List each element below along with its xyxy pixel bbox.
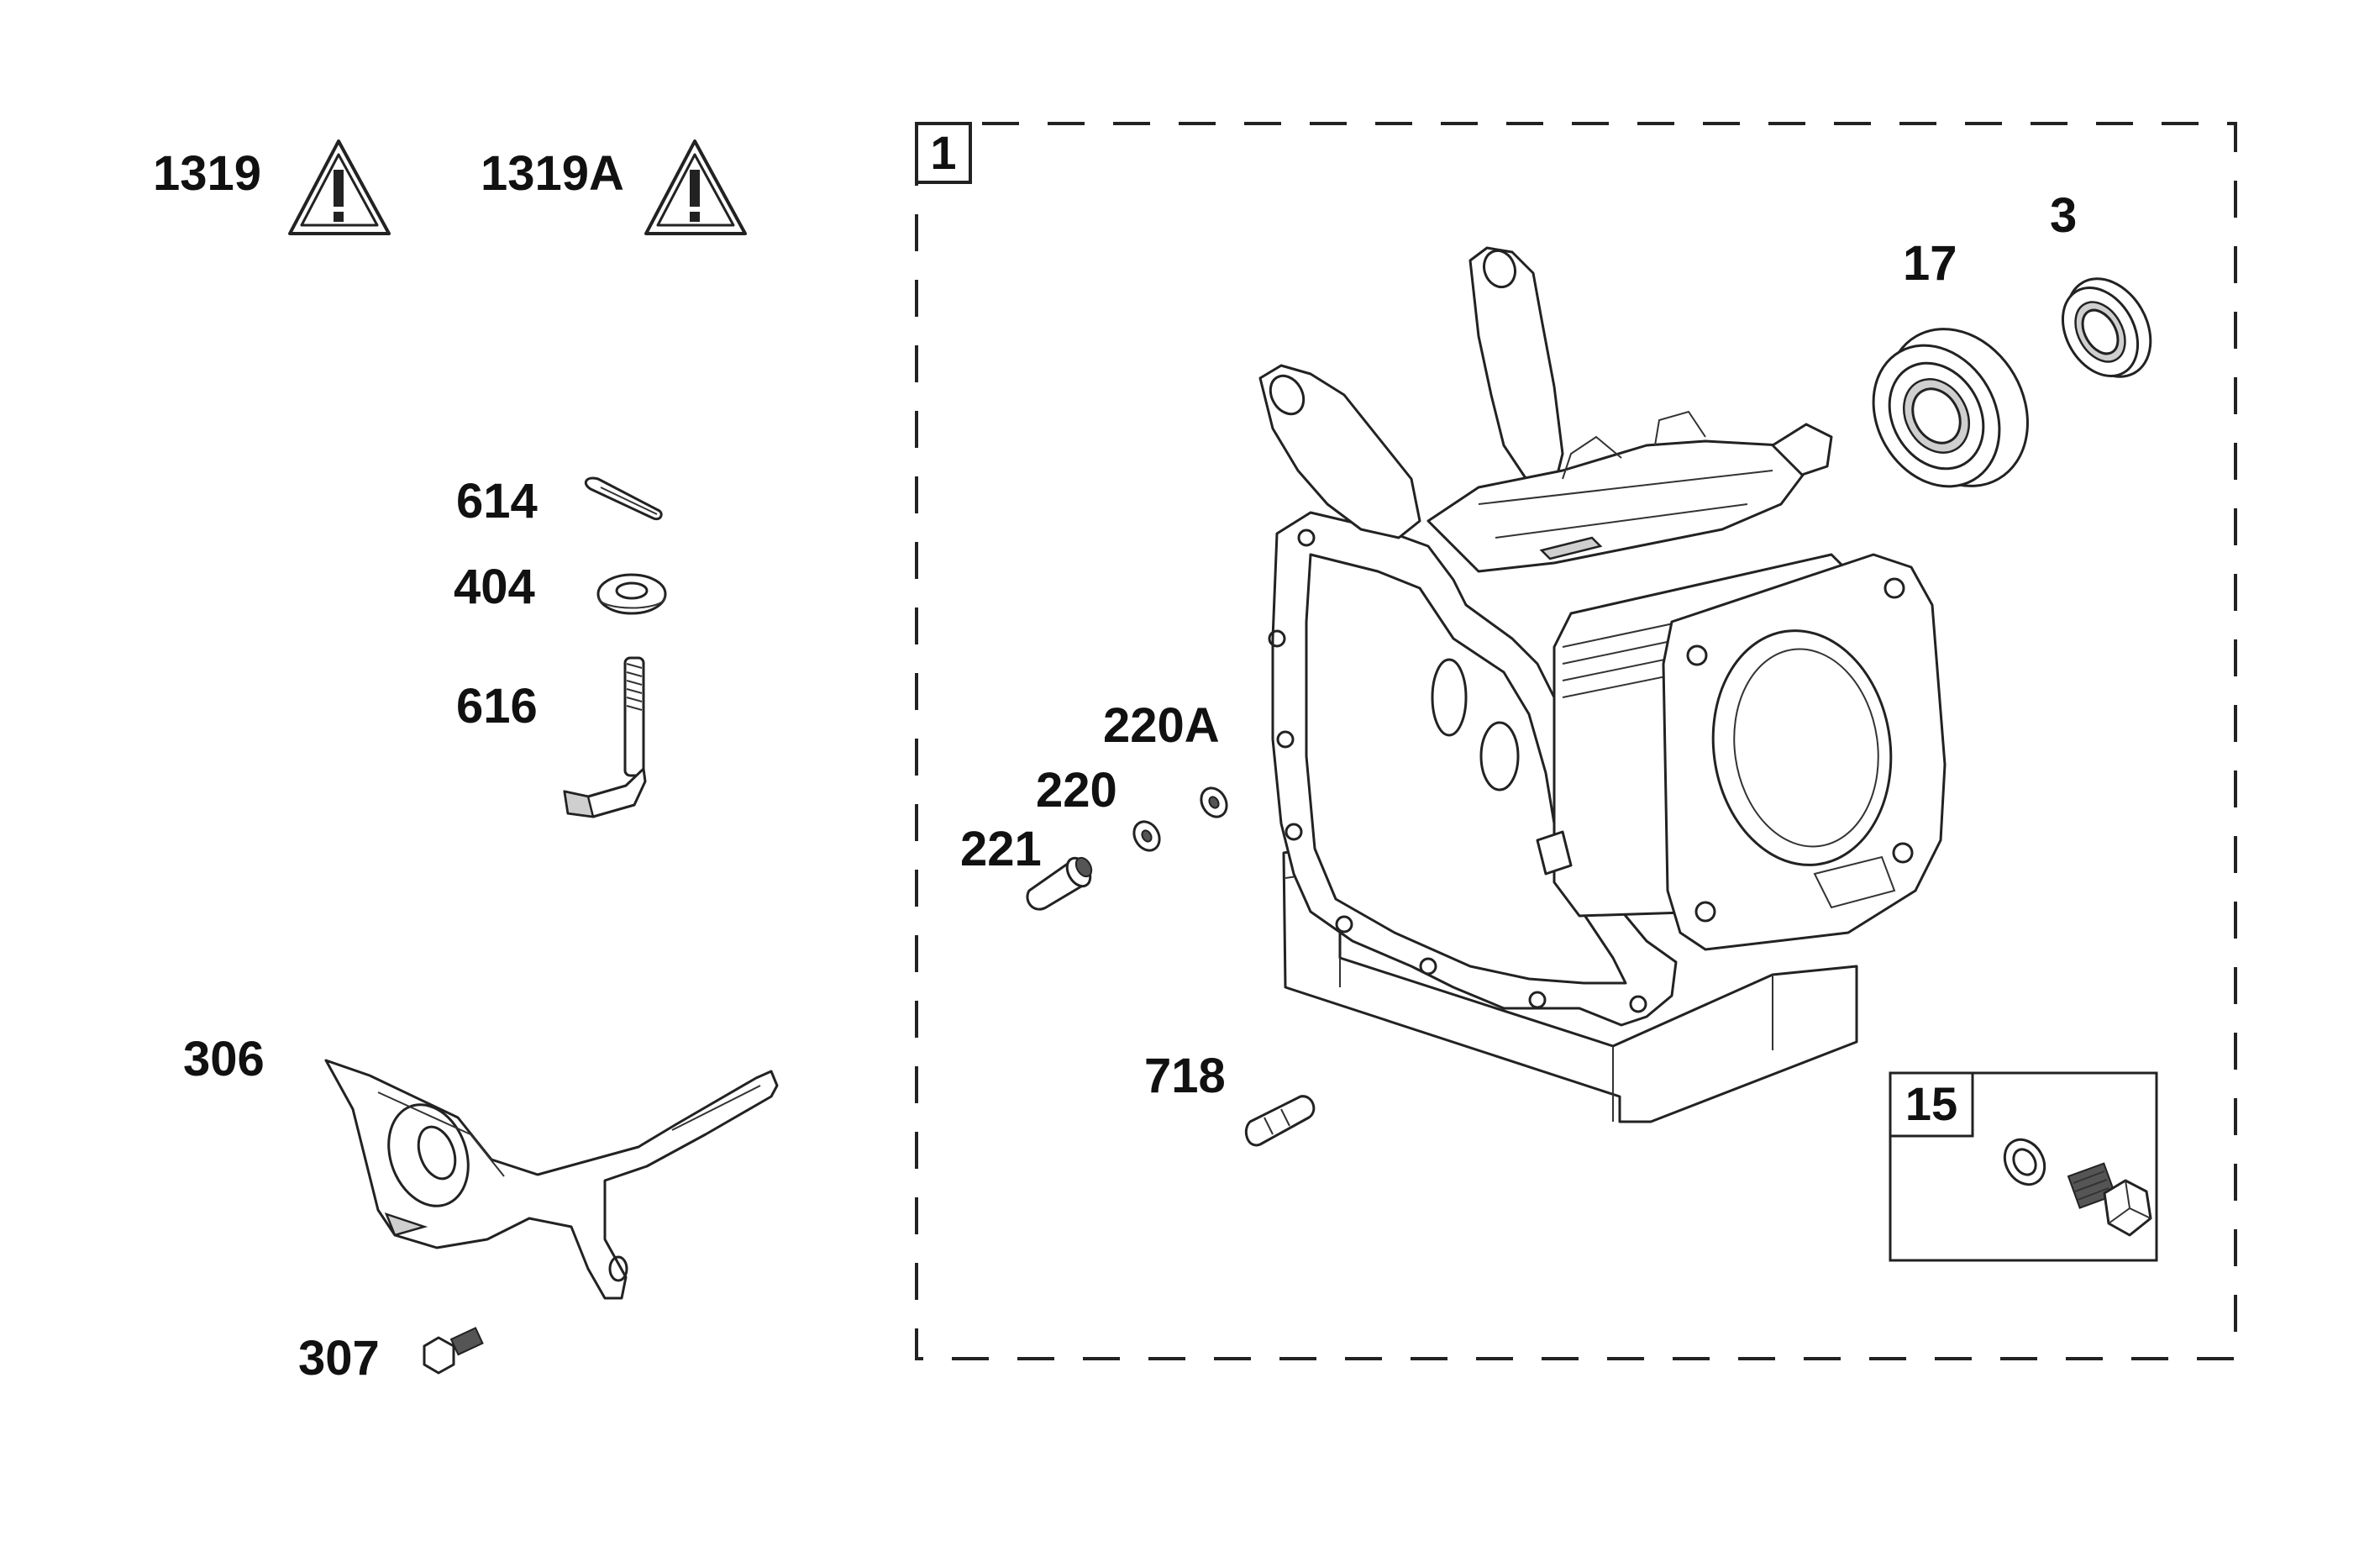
callout-718: 718 [1144,1049,1226,1103]
cotter-pin-part [584,476,663,521]
callout-307: 307 [298,1331,380,1386]
callout-3: 3 [2050,188,2078,243]
kit-15-label-box [1889,1071,1974,1138]
callout-17: 17 [1903,236,1957,291]
washer-part [596,573,667,615]
callout-1319a: 1319A [481,146,624,201]
small-washer-part [1132,820,1161,852]
callout-1319: 1319 [153,146,262,201]
crankcase-block-part [1258,246,1947,1123]
bolt-part [423,1327,484,1375]
oil-seal-part [2061,277,2152,378]
warning-triangle-icon [288,139,391,235]
kit-15-label: 15 [1905,1077,1958,1130]
dowel-pin-part [1244,1095,1316,1147]
drain-plug-part [2067,1162,2152,1237]
callout-404: 404 [454,560,535,614]
callout-220: 220 [1036,763,1117,818]
drain-washer-part [2003,1138,2046,1186]
ball-bearing-part [1872,328,2029,488]
kit-1-label-box [915,122,972,184]
kit-15-box [1889,1071,2158,1262]
kit-1-label: 1 [930,126,957,179]
warning-triangle-icon [644,139,747,235]
kit-1-dashed-border [915,122,2237,1360]
callout-220a: 220A [1103,698,1220,753]
governor-pin-part [1026,856,1093,911]
governor-bracket-part [324,1059,779,1300]
callout-614: 614 [456,474,538,529]
governor-shaft-part [563,656,647,818]
callout-616: 616 [456,679,538,734]
callout-306: 306 [183,1032,265,1086]
callout-221: 221 [960,822,1042,876]
small-washer-part [1200,786,1228,818]
